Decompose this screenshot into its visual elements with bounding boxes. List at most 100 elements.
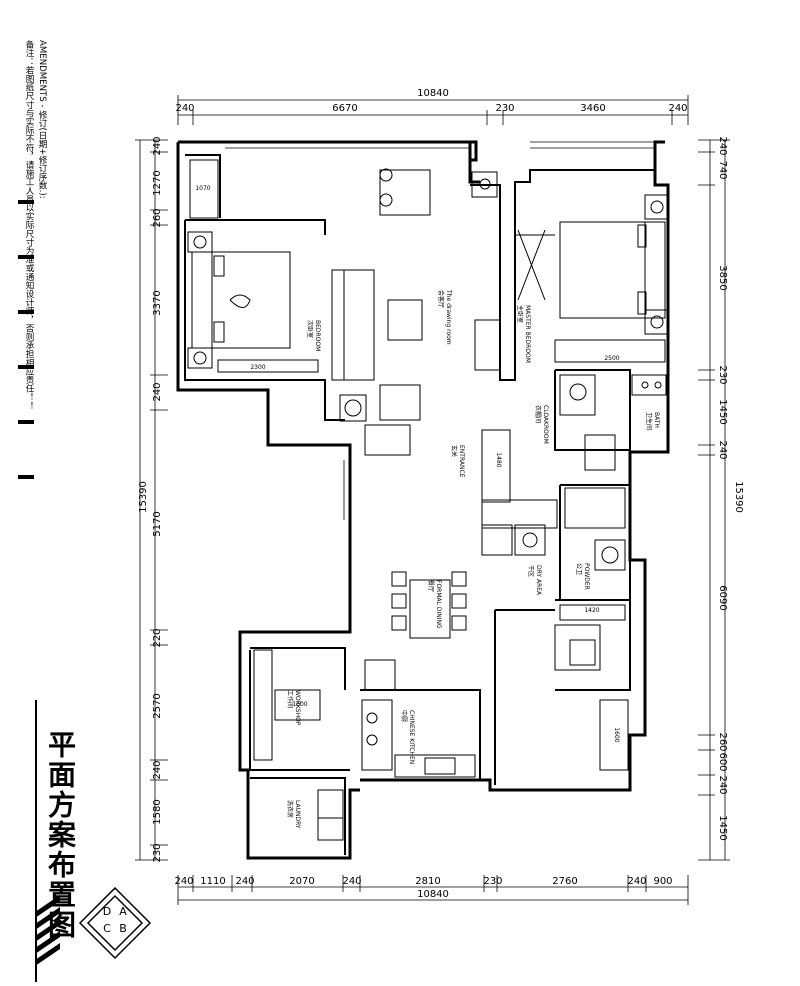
top-dim-1: 240: [175, 103, 194, 114]
top-overall-dim: 10840: [417, 88, 449, 99]
drawing-notes: AMENDMENTS - 修订(日期+修订序数.): 备注：若图纸尺寸与实际不符…: [22, 40, 48, 410]
right-dim-3: 3850: [717, 265, 728, 290]
left-border-ticks: [18, 200, 34, 479]
bottom-dim-10: 900: [653, 876, 672, 887]
entrance-furniture: [481, 429, 558, 556]
left-dim-11: 230: [152, 843, 163, 862]
dim-1600-a: 1600: [292, 701, 307, 708]
left-dim-5: 240: [152, 382, 163, 401]
dim-2500: 2500: [604, 355, 619, 362]
powder-fixtures: [564, 487, 626, 571]
room-kitchen-cn: 中厨: [400, 710, 408, 722]
room-laundry-en: LAUNDRY: [294, 800, 301, 829]
left-dimension-labels: 240 1270 260 3370 240 5170 220 2570 240 …: [138, 136, 163, 862]
windows: [225, 141, 655, 520]
room-cloakroom-cn: 衣帽间: [534, 405, 542, 423]
room-master-en: MASTER BEDROOM: [524, 305, 531, 363]
left-dim-6: 5170: [152, 511, 163, 536]
room-workshop-cn: 工作间: [286, 690, 294, 708]
room-bath-cn: 卫生间: [645, 412, 653, 430]
laundry-fixtures: [317, 789, 344, 841]
right-dim-11: 1450: [717, 815, 728, 840]
left-dim-4: 3370: [152, 290, 163, 315]
dim-1600-b: 1600: [613, 727, 620, 742]
bedroom-furniture: [187, 159, 319, 373]
room-workshop-en: WORKSHOP: [294, 690, 301, 726]
bath-fixtures: [559, 374, 667, 471]
right-dim-2: 740: [717, 160, 728, 179]
title-stripes: [35, 895, 60, 966]
right-dim-1: 240: [717, 136, 728, 155]
room-bedroom-en: BEDROOM: [314, 320, 321, 351]
right-dim-10: 240: [717, 775, 728, 794]
remark-note: 备注：若图纸尺寸与实际不符，请施工人员以实际尺寸为准或通知设计师，否则承担相应责…: [24, 40, 34, 410]
right-dim-8: 260: [717, 732, 728, 751]
bottom-overall-dim: 10840: [417, 889, 449, 900]
bottom-dim-5: 240: [342, 876, 361, 887]
room-drawing-en: The drawing room: [445, 289, 452, 345]
room-drawing-cn: 会客厅: [437, 290, 445, 308]
room-powder-en: POWDER: [583, 563, 590, 590]
left-dim-9: 240: [152, 760, 163, 779]
svg-text:C: C: [103, 922, 111, 935]
workshop-furniture: [253, 649, 321, 761]
top-dim-5: 240: [668, 103, 687, 114]
room-kitchen-en: CHINESE KITCHEN: [408, 710, 415, 764]
dim-1480: 1480: [495, 452, 502, 467]
room-entrance-en: ENTRANCE: [458, 445, 465, 478]
svg-text:B: B: [119, 922, 127, 935]
lower-right-furniture: [554, 604, 629, 771]
left-dim-8: 2570: [152, 693, 163, 718]
left-dim-7: 220: [152, 628, 163, 647]
dim-1070: 1070: [195, 185, 210, 192]
top-dim-2: 6670: [332, 103, 357, 114]
bottom-dim-2: 1110: [200, 876, 225, 887]
right-dim-9: 600: [717, 752, 728, 771]
top-dim-4: 3460: [580, 103, 605, 114]
right-dimension-labels: 240 740 3850 230 1450 240 6090 260 600 2…: [717, 136, 744, 840]
abcd-logo-letters: D A C B: [103, 905, 127, 935]
svg-text:D: D: [103, 905, 111, 918]
left-dimension-chain: [135, 139, 168, 861]
room-dining-cn: 餐厅: [427, 580, 435, 592]
svg-text:A: A: [119, 905, 127, 918]
right-dim-5: 1450: [717, 399, 728, 424]
right-overall-dim: 15390: [733, 481, 744, 513]
left-dim-3: 260: [152, 208, 163, 227]
room-powder-cn: 公卫: [575, 563, 582, 575]
room-entrance-cn: 玄关: [450, 445, 458, 457]
room-dining-en: FORMAL DINING: [435, 580, 442, 629]
room-labels: BEDROOM 次卧室 The drawing room 会客厅 MASTER …: [286, 289, 660, 829]
bottom-dimension-labels: 240 1110 240 2070 240 2810 230 2760 240 …: [174, 876, 672, 900]
room-bath-en: BATH: [653, 412, 660, 428]
right-dim-6: 240: [717, 440, 728, 459]
drawing-title: 平面方案布置图: [44, 730, 77, 940]
top-dimension-labels: 10840 240 6670 230 3460 240: [175, 88, 687, 114]
bottom-dim-9: 240: [627, 876, 646, 887]
measurement-labels: 1070 2300 2500 1480 1420 1600 1600: [195, 185, 620, 743]
bottom-dim-7: 230: [483, 876, 502, 887]
amendments-note: AMENDMENTS - 修订(日期+修订序数.):: [37, 40, 47, 199]
interior-walls: [184, 154, 656, 855]
room-master-cn: 主卧室: [516, 305, 524, 323]
dim-2300: 2300: [250, 364, 265, 371]
top-dim-3: 230: [495, 103, 514, 114]
bottom-dimension-chain: [177, 875, 689, 905]
left-dim-1: 240: [152, 136, 163, 155]
top-dimension-chain: [177, 95, 689, 125]
right-dim-7: 6090: [717, 585, 728, 610]
room-cloakroom-en: CLOAKROOM: [542, 405, 549, 444]
left-dim-10: 1580: [152, 799, 163, 824]
bottom-dim-1: 240: [174, 876, 193, 887]
bottom-dim-6: 2810: [415, 876, 440, 887]
master-bedroom-furniture: [471, 171, 670, 363]
bottom-dim-8: 2760: [552, 876, 577, 887]
right-dimension-chain: [698, 139, 730, 861]
room-bedroom-cn: 次卧室: [306, 320, 314, 338]
right-dim-4: 230: [717, 365, 728, 384]
dining-furniture: [391, 571, 467, 639]
bottom-dim-4: 2070: [289, 876, 314, 887]
room-dry-en: DRY AREA: [535, 565, 542, 596]
